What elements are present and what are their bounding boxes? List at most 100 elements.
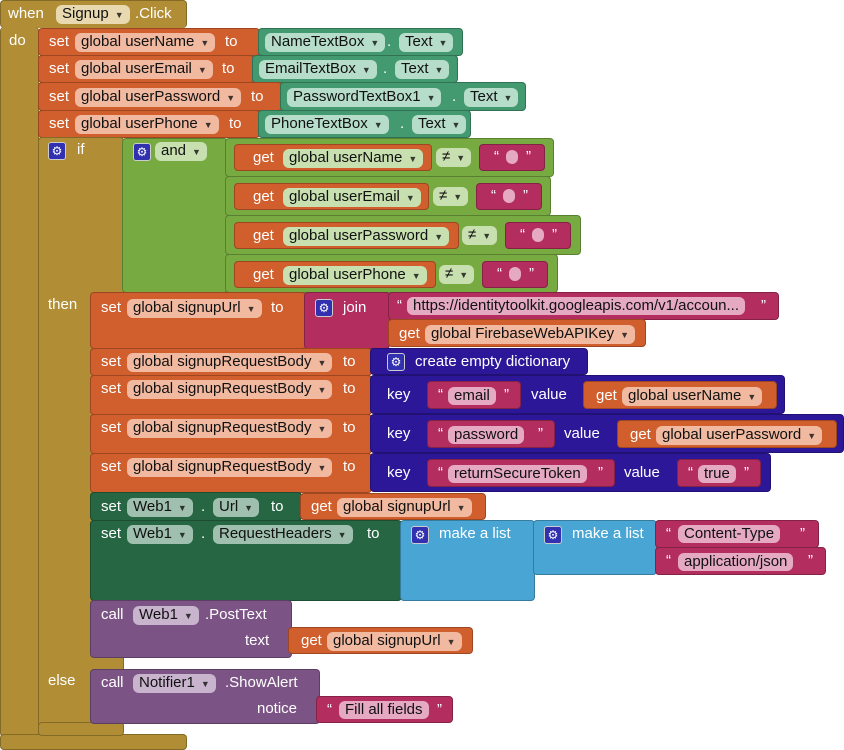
make-a-list-block[interactable]: ⚙make a list (533, 520, 657, 575)
var-dropdown[interactable]: global userEmail▼ (75, 60, 213, 79)
var-dropdown[interactable]: global userPassword▼ (656, 426, 823, 445)
text-field[interactable]: Content-Type (678, 525, 781, 543)
var-dropdown[interactable]: global userPhone▼ (75, 115, 219, 134)
component-dropdown[interactable]: EmailTextBox▼ (259, 60, 377, 79)
url-text-block[interactable]: “https://identitytoolkit.googleapis.com/… (388, 292, 779, 320)
var-dropdown[interactable]: global signupRequestBody▼ (127, 380, 333, 399)
make-a-list-block[interactable]: ⚙make a list (400, 520, 535, 601)
compare-dropdown[interactable]: ≠▼ (439, 265, 475, 284)
component-getter[interactable]: EmailTextBox▼.Text▼ (252, 55, 458, 83)
gear-icon[interactable]: ⚙ (133, 143, 151, 161)
component-getter[interactable]: PhoneTextBox▼.Text▼ (258, 110, 471, 138)
gear-icon[interactable]: ⚙ (411, 526, 429, 544)
property-dropdown[interactable]: RequestHeaders▼ (213, 525, 353, 544)
var-dropdown[interactable]: global signupUrl▼ (327, 632, 462, 651)
empty-text-block[interactable]: “” (476, 183, 542, 210)
property-dropdown[interactable]: Text▼ (464, 88, 519, 107)
component-getter[interactable]: NameTextBox▼.Text▼ (258, 28, 463, 56)
var-dropdown[interactable]: global signupRequestBody▼ (127, 458, 333, 477)
component-dropdown[interactable]: Web1▼ (133, 606, 199, 625)
text-block[interactable]: “true” (677, 459, 761, 487)
property-dropdown[interactable]: Url▼ (213, 498, 260, 517)
property-dropdown[interactable]: Text▼ (399, 33, 454, 52)
var-dropdown[interactable]: global userName▼ (75, 33, 216, 52)
pair-block[interactable]: key“returnSecureToken”value“true” (370, 453, 771, 492)
var-dropdown[interactable]: global signupUrl▼ (337, 498, 472, 517)
var-dropdown[interactable]: global userName▼ (622, 387, 763, 406)
text-field[interactable] (532, 228, 544, 242)
compare-dropdown[interactable]: ≠▼ (462, 226, 498, 245)
and-block[interactable]: ⚙and▼ (122, 138, 228, 293)
text-field[interactable] (509, 267, 521, 281)
text-field[interactable]: https://identitytoolkit.googleapis.com/v… (407, 297, 746, 315)
and-dropdown[interactable]: and▼ (155, 142, 207, 161)
component-getter[interactable]: PasswordTextBox1▼.Text▼ (280, 82, 526, 111)
var-dropdown[interactable]: global userPhone▼ (283, 266, 427, 285)
component-dropdown[interactable]: Notifier1▼ (133, 674, 216, 693)
var-dropdown[interactable]: global signupUrl▼ (127, 299, 262, 318)
text-block[interactable]: “password” (427, 420, 555, 448)
compare-dropdown[interactable]: ≠▼ (433, 187, 469, 206)
component-dropdown[interactable]: Signup▼ (56, 5, 130, 24)
text-field[interactable] (503, 189, 515, 203)
text-field[interactable]: password (448, 426, 525, 444)
gear-icon[interactable]: ⚙ (387, 353, 405, 371)
var-dropdown[interactable]: global userEmail▼ (283, 188, 421, 207)
join-block[interactable]: ⚙join (304, 292, 390, 349)
property-dropdown[interactable]: Text▼ (395, 60, 450, 79)
empty-text-block[interactable]: “” (479, 144, 545, 171)
empty-text-block[interactable]: “” (482, 261, 548, 288)
text-block[interactable]: “application/json” (655, 547, 826, 575)
var-dropdown[interactable]: global signupRequestBody▼ (127, 419, 333, 438)
var-dropdown[interactable]: global userPassword▼ (283, 227, 450, 246)
component-dropdown[interactable]: PasswordTextBox1▼ (287, 88, 442, 107)
var-dropdown[interactable]: global userName▼ (283, 149, 424, 168)
gear-icon[interactable]: ⚙ (544, 526, 562, 544)
empty-text-block[interactable]: “” (505, 222, 571, 249)
component-dropdown[interactable]: NameTextBox▼ (265, 33, 386, 52)
text-block[interactable]: “returnSecureToken” (427, 459, 615, 487)
text-field[interactable]: true (698, 465, 736, 483)
component-dropdown[interactable]: Web1▼ (127, 498, 193, 517)
text-field[interactable]: Fill all fields (339, 701, 429, 719)
compare-dropdown[interactable]: ≠▼ (436, 148, 472, 167)
component-dropdown[interactable]: Web1▼ (127, 525, 193, 544)
var-dropdown[interactable]: global signupRequestBody▼ (127, 353, 333, 372)
text-field[interactable]: email (448, 387, 496, 405)
text-field[interactable] (506, 150, 518, 164)
text-block[interactable]: “Fill all fields” (316, 696, 453, 723)
text-block[interactable]: “email” (427, 381, 521, 409)
text-field[interactable]: application/json (678, 553, 794, 571)
create-empty-dictionary-block[interactable]: ⚙create empty dictionary (370, 348, 588, 375)
text-block[interactable]: “Content-Type” (655, 520, 819, 548)
gear-icon[interactable]: ⚙ (48, 142, 66, 160)
property-dropdown[interactable]: Text▼ (412, 115, 467, 134)
component-dropdown[interactable]: PhoneTextBox▼ (265, 115, 389, 134)
